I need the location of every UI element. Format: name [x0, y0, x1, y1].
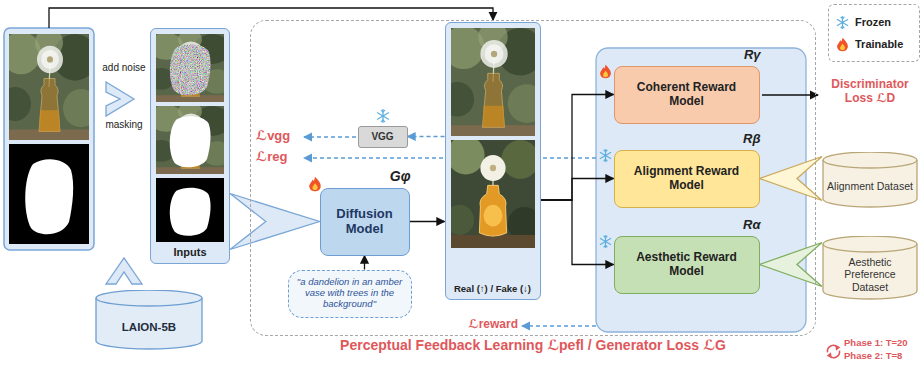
cylinder-rim [823, 244, 917, 252]
connector-arrow [541, 179, 614, 201]
masked-photo [148, 102, 233, 174]
connector-arrow [541, 200, 614, 265]
reward-model-name: Coherent Reward Model [619, 81, 755, 109]
coherent-reward-box: Coherent Reward ModelRγ [614, 66, 760, 124]
reward-model-name: Aesthetic Reward Model [619, 251, 755, 279]
source-photo [0, 28, 99, 140]
reward-symbol: Rβ [743, 132, 760, 147]
prompt-bubble: "a dandelion in an amber vase with trees… [288, 270, 412, 318]
cylinder-body [823, 236, 917, 299]
cylinder-body [823, 152, 917, 207]
mask-image [156, 178, 224, 242]
frozen-icon [600, 236, 610, 248]
diffusion-model-box: Diffusion ModelGφ [320, 188, 410, 256]
chevron-arrow [760, 243, 823, 287]
cylinder-rim [96, 298, 202, 306]
module-name: VGG [371, 131, 393, 143]
cylinder-body [96, 290, 202, 349]
legend-item: Frozen [835, 15, 913, 30]
region-heading: Perceptual Feedback Learning ℒpefl / Gen… [251, 337, 815, 353]
loss-arrow [522, 325, 596, 326]
generated-photo [445, 136, 542, 248]
discriminator-arrow [762, 94, 818, 95]
legend-icon-symbol [837, 16, 847, 28]
phase-label: Phase 2: T=8 [844, 351, 920, 362]
dataset-cylinder: Alignment Dataset [822, 152, 918, 208]
chevron-arrow [106, 258, 142, 284]
reward-model-name: Alignment Reward Model [619, 165, 755, 193]
legend-box: FrozenTrainable [828, 4, 920, 62]
chevron-arrow [760, 157, 823, 201]
dataset-name: LAION-5B [122, 321, 176, 334]
connector-arrow [364, 256, 365, 270]
frozen-icon [377, 110, 388, 123]
chevron-arrow [106, 82, 134, 116]
loss-line [543, 157, 596, 158]
prompt-text: "a dandelion in an amber vase with trees… [294, 277, 406, 310]
inputs-panel: Inputs [150, 28, 230, 264]
frozen-icon [600, 150, 610, 162]
phase-label: Phase 1: T=20 [844, 338, 920, 349]
source-mask [9, 144, 89, 244]
chevron-arrow [230, 194, 320, 250]
connector-arrow [410, 221, 445, 222]
noisy-photo [148, 30, 233, 102]
cylinder-outline [822, 152, 918, 208]
loss-label: Discriminator Loss ℒD [822, 78, 918, 106]
reward-symbol: Rα [743, 218, 760, 233]
dataset-name: Alignment Dataset [827, 180, 913, 192]
loss-label: ℒreg [256, 150, 300, 165]
panel-label: Inputs [174, 246, 207, 259]
trainable-icon [309, 177, 320, 191]
feedback-learning-region: Perceptual Feedback Learning ℒpefl / Gen… [250, 20, 816, 336]
dataset-name: Aesthetic Preference Dataset [826, 256, 914, 292]
cylinder-outline [95, 290, 203, 350]
loss-label: ℒreward [456, 318, 518, 332]
legend-text: Frozen [855, 16, 891, 28]
trainable-icon [600, 65, 611, 79]
legend-icon-symbol [837, 37, 848, 51]
phase-cycle-icon [827, 345, 841, 359]
legend-icon [835, 37, 850, 52]
reward-models-panel [596, 48, 806, 332]
aesthetic-reward-box: Aesthetic Reward ModelRα [614, 236, 760, 294]
ground-truth-line [49, 8, 493, 28]
alignment-reward-box: Alignment Reward ModelRβ [614, 150, 760, 208]
loss-arrow [304, 136, 356, 137]
step-label: add noise [96, 62, 152, 74]
generated-images-panel: Real (↑) / Fake (↓) [445, 22, 541, 300]
legend-icon [835, 15, 850, 30]
connector-arrow [408, 136, 445, 137]
step-label: masking [96, 119, 152, 131]
model-symbol: Gφ [390, 168, 411, 184]
cylinder-rim [823, 160, 917, 168]
legend-text: Trainable [855, 38, 903, 50]
loss-label: ℒvgg [256, 129, 300, 144]
model-name: Diffusion Model [325, 207, 405, 237]
legend-item: Trainable [835, 37, 913, 52]
reward-symbol: Rγ [744, 48, 761, 63]
real-photo [441, 22, 546, 136]
dataset-cylinder: Aesthetic Preference Dataset [822, 236, 918, 300]
vgg-box: VGG [358, 126, 408, 148]
loss-arrow [304, 157, 443, 158]
dataset-cylinder: LAION-5B [95, 290, 203, 350]
panel-caption: Real (↑) / Fake (↓) [454, 284, 531, 295]
connector-arrow [541, 95, 614, 201]
